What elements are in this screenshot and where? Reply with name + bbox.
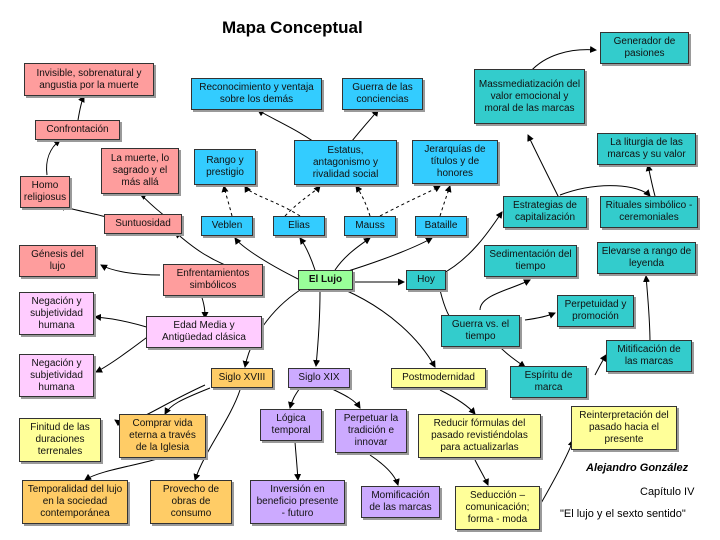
edge [527, 134, 561, 201]
node-estatus: Estatus, antagonismo y rivalidad social [294, 140, 397, 185]
node-elevarse: Elevarse a rango de leyenda [597, 242, 696, 274]
chapter-label: Capítulo IV [640, 486, 695, 498]
edge [344, 237, 433, 273]
node-seduccion: Seducción – comunicación; forma - moda [455, 486, 540, 530]
node-finitud: Finitud de las duraciones terrenales [19, 418, 101, 462]
edge [439, 211, 503, 276]
edge [313, 291, 321, 367]
node-espiritu: Espíritu de marca [510, 366, 587, 398]
node-edad-media: Edad Media y Antigüedad clásica [146, 316, 262, 348]
node-el-lujo: El Lujo [298, 270, 353, 290]
dashed-edge [439, 185, 452, 217]
edge [242, 289, 301, 368]
edge [46, 139, 61, 176]
edge [95, 334, 151, 373]
edge [334, 237, 371, 271]
edge [329, 387, 361, 409]
node-massmediatizacion: Massmediatización del valor emocional y … [474, 69, 585, 124]
node-elias: Elias [273, 216, 325, 236]
edge [645, 164, 656, 197]
node-liturgia: La liturgia de las marcas y su valor [597, 133, 696, 165]
node-sedimentacion: Sedimentación del tiempo [484, 245, 577, 277]
node-momificacion: Momificación de las marcas [361, 486, 440, 518]
node-muerte: La muerte, lo sagrado y el más allá [101, 148, 179, 194]
node-negacion-2: Negación y subjetividad humana [19, 354, 94, 397]
node-bataille: Bataille [415, 216, 467, 236]
node-provecho: Provecho de obras de consumo [150, 480, 232, 524]
node-homo-religiosus: Homo religiosus [20, 176, 70, 208]
edge [94, 313, 151, 329]
edge [193, 389, 241, 481]
edge [344, 289, 436, 368]
node-jerarquias: Jerarquías de títulos y de honores [412, 140, 498, 184]
dashed-edge [244, 185, 301, 217]
edge [559, 185, 651, 197]
node-suntuosidad: Suntuosidad [104, 214, 182, 234]
edge [524, 312, 556, 321]
node-mauss: Mauss [344, 216, 396, 236]
node-guerra-conciencias: Guerra de las conciencias [342, 78, 423, 110]
node-reducir: Reducir fórmulas del pasado revistiéndol… [418, 414, 541, 458]
edge [594, 354, 607, 376]
node-temporalidad: Temporalidad del lujo en la sociedad con… [22, 480, 128, 524]
node-enfrentamientos: Enfrentamientos simbólicos [163, 264, 263, 296]
node-mitificacion: Mitificación de las marcas [606, 340, 692, 372]
edge [288, 387, 301, 409]
edge [539, 439, 575, 506]
node-veblen: Veblen [201, 216, 253, 236]
edge [474, 459, 489, 486]
node-siglo-xviii: Siglo XVIII [211, 368, 273, 388]
dashed-edge [284, 185, 321, 217]
edge [234, 237, 301, 281]
node-confrontacion: Confrontación [35, 120, 120, 140]
edge [299, 237, 316, 271]
node-hoy: Hoy [406, 270, 446, 290]
edge [479, 279, 531, 311]
node-logica: Lógica temporal [260, 409, 322, 441]
map-title: Mapa Conceptual [222, 18, 363, 37]
node-rango: Rango y prestigio [194, 149, 256, 185]
node-reconocimiento: Reconocimiento y ventaja sobre los demás [191, 78, 322, 110]
edge [369, 454, 400, 486]
dashed-edge [221, 185, 233, 217]
node-perpetuar: Perpetuar la tradición e innovar [335, 409, 407, 453]
edge [100, 264, 161, 276]
edge [77, 95, 85, 121]
dashed-edge [355, 185, 371, 217]
book-title: "El lujo y el sexto sentido" [560, 508, 686, 520]
dashed-edge [379, 185, 441, 217]
edge [643, 275, 651, 344]
node-invisible: Invisible, sobrenatural y angustia por l… [24, 63, 154, 96]
edge [439, 389, 476, 415]
node-estrategias: Estrategias de capitalización [503, 196, 587, 228]
node-perpetuidad: Perpetuidad y promoción [557, 295, 634, 327]
edge [294, 441, 302, 481]
node-negacion-1: Negación y subjetividad humana [19, 292, 94, 335]
node-genesis: Génesis del lujo [19, 245, 96, 277]
author-name: Alejandro González [586, 462, 689, 474]
node-postmodernidad: Postmodernidad [391, 368, 486, 388]
edge [84, 457, 161, 481]
node-siglo-xix: Siglo XIX [288, 368, 350, 388]
node-reinterpretacion: Reinterpretación del pasado hacia el pre… [571, 406, 677, 450]
node-guerra-tiempo: Guerra vs. el tiempo [441, 315, 520, 347]
node-inversion: Inversión en beneficio presente - futuro [250, 480, 345, 524]
node-rituales: Rituales simbólico - ceremoniales [600, 196, 698, 228]
edge [529, 46, 597, 73]
edge [164, 387, 211, 415]
node-comprar: Comprar vida eterna a través de la Igles… [119, 414, 206, 458]
node-generador: Generador de pasiones [600, 32, 689, 64]
